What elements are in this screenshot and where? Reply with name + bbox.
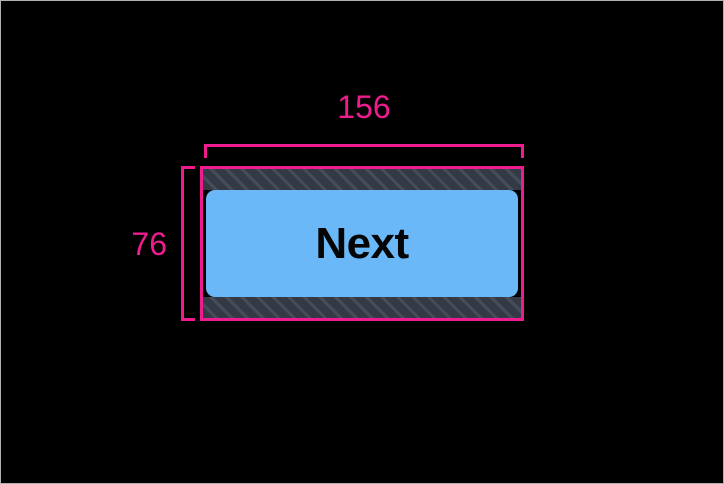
padding-band-top bbox=[203, 169, 521, 190]
height-bracket-bar bbox=[181, 166, 184, 321]
width-measurement-label: 156 bbox=[337, 89, 391, 125]
width-bracket-tick-start bbox=[204, 144, 207, 158]
width-bracket-bar bbox=[204, 144, 524, 147]
next-button-label: Next bbox=[315, 218, 409, 268]
height-measurement-label: 76 bbox=[131, 225, 167, 262]
width-measurement-bracket bbox=[204, 144, 524, 158]
next-button[interactable]: Next bbox=[206, 190, 518, 297]
height-bracket-tick-end bbox=[181, 318, 195, 321]
height-measurement-bracket bbox=[181, 166, 195, 321]
padding-band-bottom bbox=[203, 297, 521, 318]
next-button-widget[interactable]: Next bbox=[203, 169, 521, 318]
height-bracket-tick-start bbox=[181, 166, 195, 169]
width-bracket-tick-end bbox=[521, 144, 524, 158]
